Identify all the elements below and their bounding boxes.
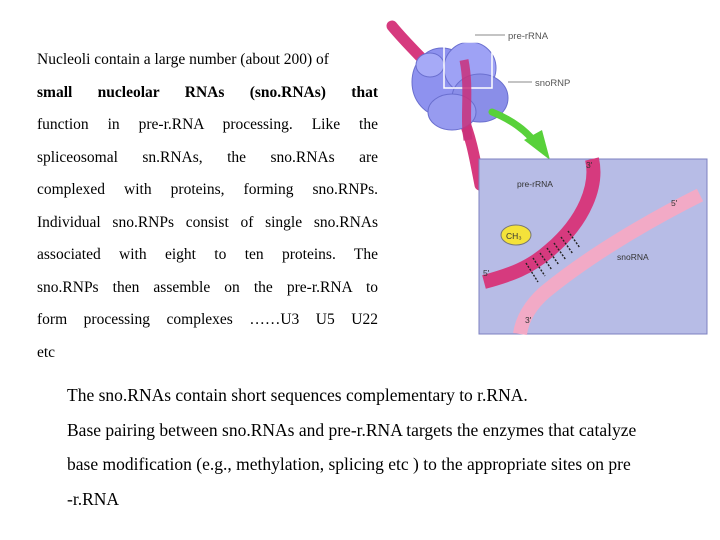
five-prime-label: 5' xyxy=(671,198,678,208)
text-line: The sno.RNAs contain short sequences com… xyxy=(67,385,528,405)
left-paragraph: Nucleoli contain a large number (about 2… xyxy=(37,44,378,369)
base-pairs xyxy=(525,230,581,283)
pre-rrna-label: pre-rRNA xyxy=(508,31,549,42)
snorna-label: snoRNA xyxy=(617,252,649,262)
text-line: Individual sno.RNPs consist of single sn… xyxy=(37,213,378,231)
snornp-complex xyxy=(411,41,509,131)
three-prime-label: 3' xyxy=(586,160,593,170)
snornp-diagram: pre-rRNA snoRNP xyxy=(386,20,708,336)
snorna-strand xyxy=(513,188,704,336)
three-prime-label: 3' xyxy=(525,315,532,325)
text-line: form processing complexes ……U3 U5 U22 xyxy=(37,311,378,328)
inset-pre-rrna-strand xyxy=(482,157,601,289)
text-line: function in pre-r.RNA processing. Like t… xyxy=(37,116,378,133)
text-line: etc xyxy=(37,343,56,361)
bottom-paragraph: The sno.RNAs contain short sequences com… xyxy=(67,378,717,516)
text-line: spliceosomal sn.RNAs, the sno.RNAs are xyxy=(37,148,378,166)
text-line: -r.RNA xyxy=(67,488,120,509)
methyl-group-badge: CH₃ xyxy=(500,224,532,246)
pre-rrna-through-complex xyxy=(459,59,473,141)
text-line: complexed with proteins, forming sno.RNP… xyxy=(37,181,378,198)
text-line: associated with eight to ten proteins. T… xyxy=(37,246,378,263)
ch3-label: CH₃ xyxy=(506,231,522,241)
five-prime-label: 5' xyxy=(483,268,490,278)
snornp-figure: pre-rRNA snoRNP xyxy=(380,20,720,340)
snornp-label: snoRNP xyxy=(535,78,570,89)
text-line: sno.RNPs then assemble on the pre-r.RNA … xyxy=(37,278,378,296)
inset-panel: pre-rRNA snoRNA 3' 5' 5' 3' xyxy=(478,157,708,336)
text-line: base modification (e.g., methylation, sp… xyxy=(67,454,631,474)
text-line: small nucleolar RNAs (sno.RNAs) that xyxy=(37,83,378,101)
inset-pre-rrna-label: pre-rRNA xyxy=(517,179,553,189)
text-line: Nucleoli contain a large number (about 2… xyxy=(37,51,329,68)
green-arrow-icon xyxy=(488,108,550,160)
text-line: Base pairing between sno.RNAs and pre-r.… xyxy=(67,419,637,440)
